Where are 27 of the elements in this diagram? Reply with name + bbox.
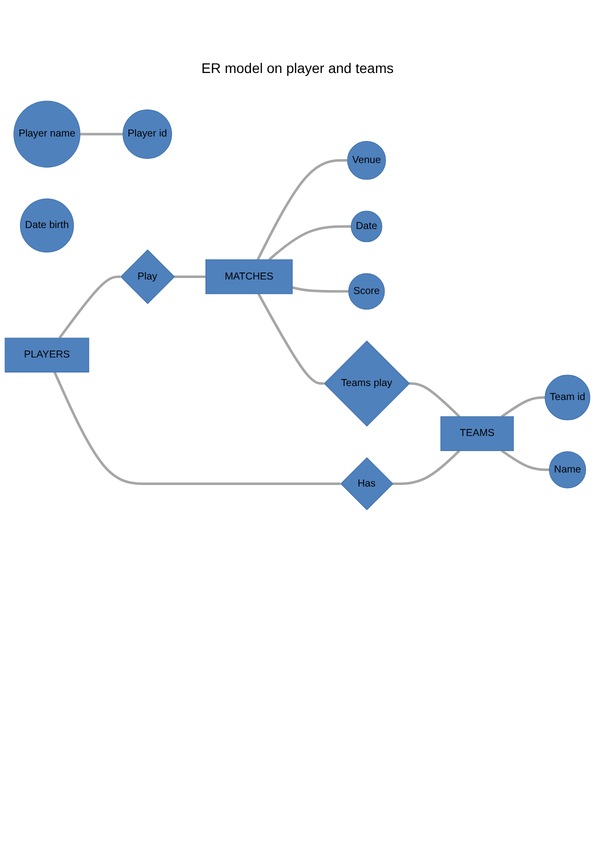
node-circle: Team id — [544, 374, 590, 420]
node-box: TEAMS — [440, 416, 514, 452]
connector — [80, 132, 123, 136]
node-circle: Date birth — [20, 198, 74, 252]
connector — [501, 396, 546, 418]
node-diamond: Has — [340, 457, 394, 510]
connector — [174, 275, 206, 278]
node-diamond: Teams play — [324, 340, 410, 427]
node-circle: Date — [350, 210, 382, 242]
node-circle: Venue — [347, 141, 386, 180]
node-circle: Player name — [14, 100, 80, 168]
connector — [409, 382, 460, 418]
connector — [53, 372, 341, 486]
connector — [501, 450, 550, 472]
connector — [292, 286, 349, 293]
diagram-title: ER model on player and teams — [200, 60, 395, 76]
connector — [268, 225, 352, 261]
connector — [257, 293, 324, 385]
node-box: PLAYERS — [4, 338, 90, 372]
node-circle: Name — [548, 451, 586, 488]
connector — [58, 275, 120, 339]
node-diamond: Play — [120, 249, 175, 304]
connector — [256, 159, 348, 260]
connector — [392, 450, 460, 486]
node-circle: Player id — [122, 109, 172, 159]
node-circle: Score — [348, 273, 385, 310]
node-box: MATCHES — [205, 259, 293, 294]
